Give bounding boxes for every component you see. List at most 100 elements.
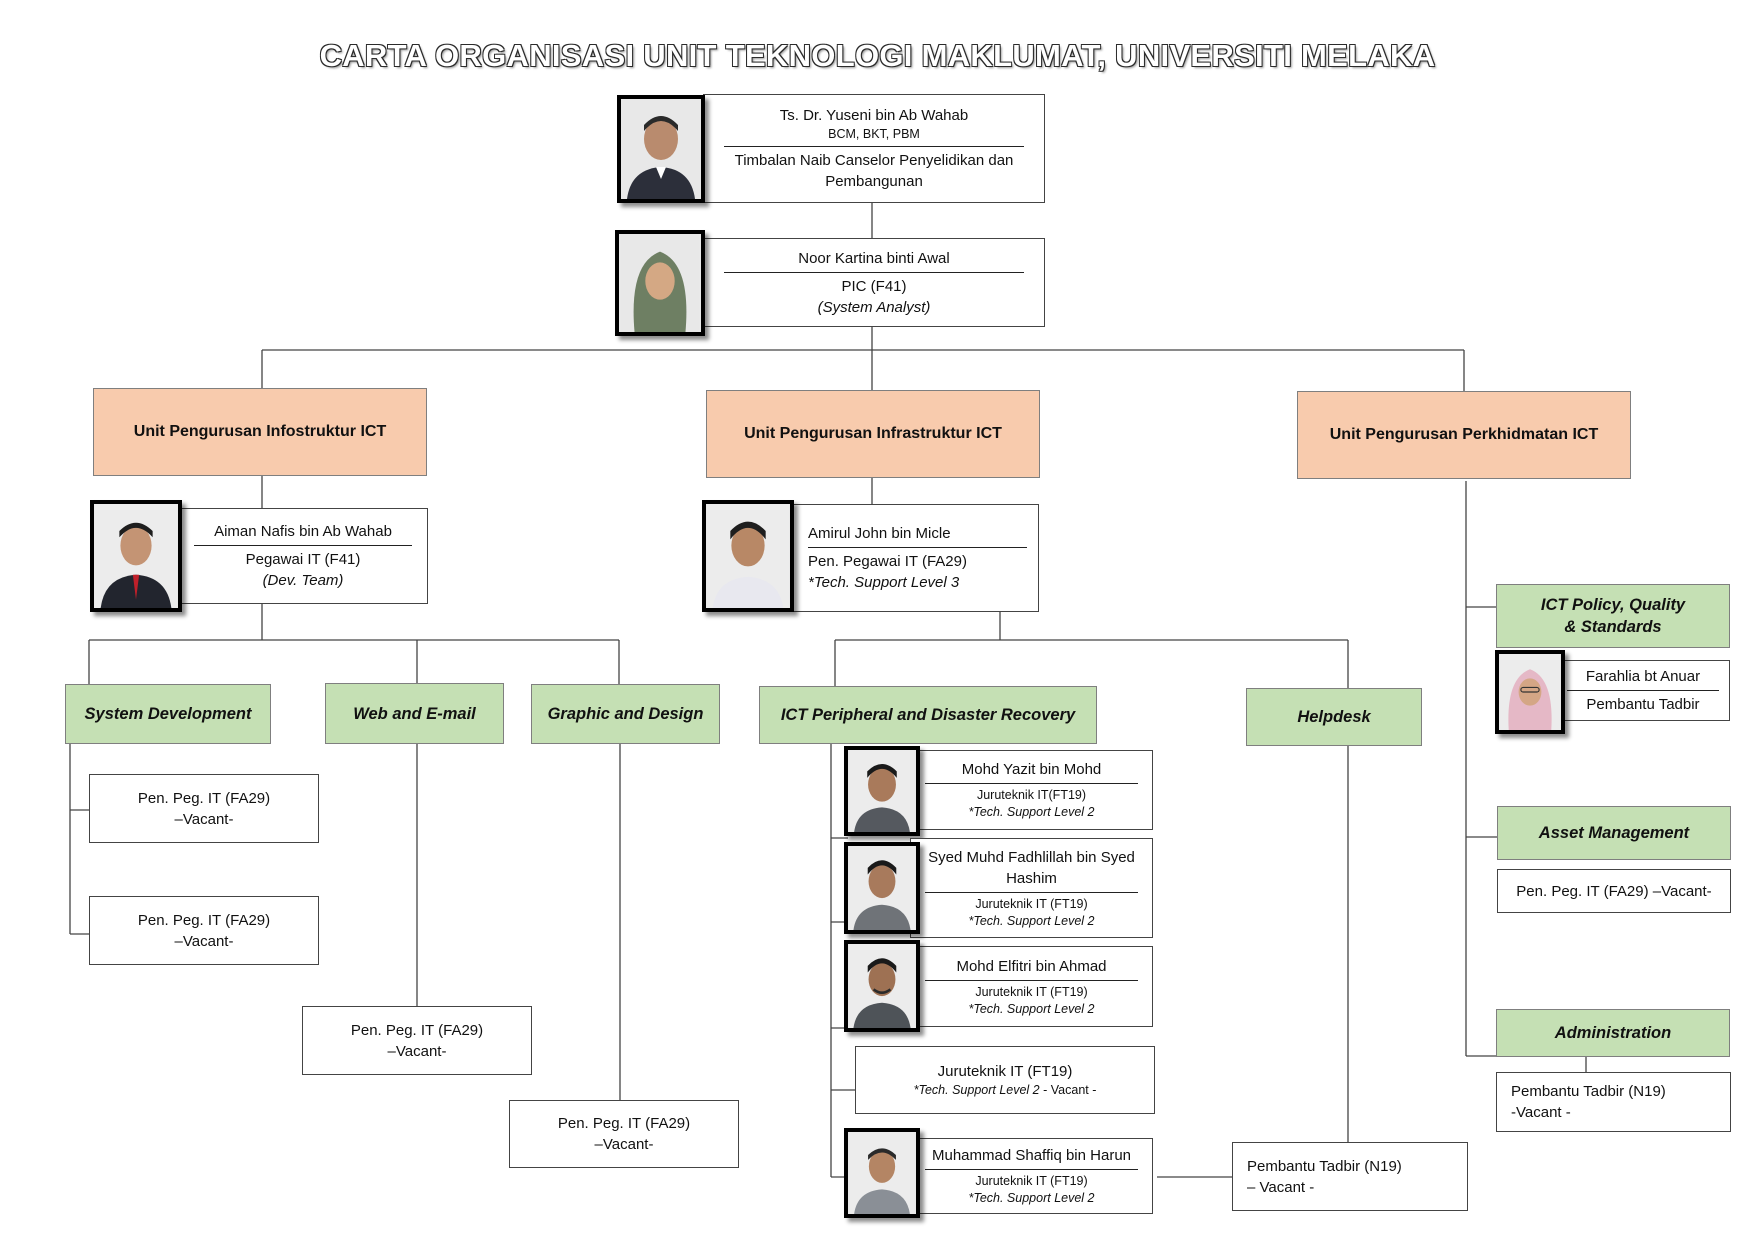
section-helpdesk: Helpdesk <box>1246 688 1422 746</box>
farahlia-photo <box>1495 650 1565 734</box>
tech-syed-photo <box>844 842 920 934</box>
pic-role: (System Analyst) <box>817 298 931 316</box>
person-photo-icon <box>706 504 790 608</box>
tech-grade: Juruteknik IT (FT19) <box>975 984 1088 999</box>
tech-role: *Tech. Support Level 2 <box>968 1001 1095 1016</box>
vacant-grade: Pen. Peg. IT (FA29) <box>350 1021 484 1039</box>
tech-elfitri-photo <box>844 940 920 1032</box>
tech-vacant-box: Juruteknik IT (FT19) *Tech. Support Leve… <box>855 1046 1155 1114</box>
divider <box>808 547 1027 548</box>
director-box: Ts. Dr. Yuseni bin Ab Wahab BCM, BKT, PB… <box>703 94 1045 203</box>
tech-role: *Tech. Support Level 2 <box>968 805 1095 819</box>
farahlia-box: Farahlia bt Anuar Pembantu Tadbir <box>1556 660 1730 721</box>
section-ict-peripheral: ICT Peripheral and Disaster Recovery <box>759 686 1097 744</box>
person-photo-icon <box>848 944 916 1028</box>
divider <box>925 979 1138 981</box>
pic-name: Noor Kartina binti Awal <box>798 249 950 267</box>
tech-elfitri-box: Mohd Elfitri bin Ahmad Juruteknik IT (FT… <box>910 946 1153 1027</box>
person-photo-icon <box>94 504 178 608</box>
vacant-label: –Vacant- <box>174 932 234 950</box>
sysdev-vacant-1: Pen. Peg. IT (FA29) –Vacant- <box>89 774 319 843</box>
vacant-label: –Vacant- <box>594 1136 654 1153</box>
tech-grade: Juruteknik IT(FT19) <box>976 788 1087 802</box>
divider <box>1567 690 1719 691</box>
unit-infrastruktur: Unit Pengurusan Infrastruktur ICT <box>706 390 1040 478</box>
admin-vacant: Pembantu Tadbir (N19) -Vacant - <box>1496 1072 1731 1132</box>
divider <box>925 783 1138 784</box>
person-photo-icon <box>849 750 915 832</box>
tech-vacant-label: - Vacant - <box>1039 1083 1097 1097</box>
section-ict-policy: ICT Policy, Quality & Standards <box>1496 584 1730 648</box>
person-photo-icon <box>1499 654 1561 730</box>
tech-name: Syed Muhd Fadhlillah bin Syed Hashim <box>928 848 1135 887</box>
amirul-role: *Tech. Support Level 3 <box>808 574 960 591</box>
pic-grade: PIC (F41) <box>841 277 907 295</box>
divider <box>925 891 1138 893</box>
pic-photo <box>615 230 705 336</box>
section-ict-policy-line-1: ICT Policy, Quality <box>1540 596 1686 614</box>
divider <box>925 1169 1138 1170</box>
director-honors: BCM, BKT, PBM <box>828 127 920 141</box>
tech-name: Muhammad Shaffiq bin Harun <box>932 1147 1131 1164</box>
farahlia-grade: Pembantu Tadbir <box>1586 696 1700 713</box>
aiman-photo <box>90 500 182 612</box>
director-photo <box>617 95 705 203</box>
vacant-label: –Vacant- <box>387 1042 447 1060</box>
pic-box: Noor Kartina binti Awal PIC (F41) (Syste… <box>703 238 1045 327</box>
vacant-grade: Pembantu Tadbir (N19) <box>1511 1083 1666 1100</box>
vacant-label: – Vacant - <box>1247 1178 1315 1196</box>
vacant-grade: Pen. Peg. IT (FA29) <box>557 1115 691 1132</box>
director-name: Ts. Dr. Yuseni bin Ab Wahab <box>779 107 969 124</box>
graphic-vacant: Pen. Peg. IT (FA29) –Vacant- <box>509 1100 739 1168</box>
tech-yazit-box: Mohd Yazit bin Mohd Juruteknik IT(FT19) … <box>910 750 1153 830</box>
tech-grade: Juruteknik IT (FT19) <box>975 1174 1088 1188</box>
farahlia-name: Farahlia bt Anuar <box>1585 668 1701 685</box>
tech-syed-box: Syed Muhd Fadhlillah bin Syed Hashim Jur… <box>910 838 1153 938</box>
tech-yazit-photo <box>844 746 920 836</box>
tech-vacant-grade: Juruteknik IT (FT19) <box>937 1063 1073 1080</box>
section-ict-policy-line-2: & Standards <box>1564 618 1662 636</box>
divider <box>724 146 1024 147</box>
person-photo-icon <box>621 99 701 199</box>
divider <box>193 545 413 546</box>
section-system-development: System Development <box>65 684 271 744</box>
vacant-grade: Pen. Peg. IT (FA29) <box>137 911 271 929</box>
section-web-email: Web and E-mail <box>325 683 504 744</box>
vacant-label: -Vacant - <box>1511 1104 1571 1121</box>
asset-vacant-label: Pen. Peg. IT (FA29) –Vacant- <box>1516 882 1712 900</box>
amirul-grade: Pen. Pegawai IT (FA29) <box>808 553 967 570</box>
amirul-box: Amirul John bin Micle Pen. Pegawai IT (F… <box>789 504 1039 612</box>
section-graphic-design: Graphic and Design <box>531 684 720 744</box>
vacant-grade: Pembantu Tadbir (N19) <box>1247 1157 1402 1175</box>
tech-vacant-role: *Tech. Support Level 2 <box>913 1083 1040 1097</box>
section-asset-management: Asset Management <box>1497 806 1731 860</box>
web-vacant: Pen. Peg. IT (FA29) –Vacant- <box>302 1006 532 1075</box>
vacant-label: –Vacant- <box>174 810 234 828</box>
sysdev-vacant-2: Pen. Peg. IT (FA29) –Vacant- <box>89 896 319 965</box>
tech-role: *Tech. Support Level 2 <box>968 1191 1095 1205</box>
unit-perkhidmatan: Unit Pengurusan Perkhidmatan ICT <box>1297 391 1631 479</box>
director-position: Timbalan Naib Canselor Penyelidikan dan … <box>734 152 1014 190</box>
amirul-photo <box>702 500 794 612</box>
chart-title: CARTA ORGANISASI UNIT TEKNOLOGI MAKLUMAT… <box>319 37 1436 73</box>
asset-vacant: Pen. Peg. IT (FA29) –Vacant- <box>1497 869 1731 913</box>
tech-shaffiq-photo <box>844 1128 920 1218</box>
amirul-name: Amirul John bin Micle <box>808 525 951 542</box>
divider <box>724 271 1024 273</box>
unit-infostruktur: Unit Pengurusan Infostruktur ICT <box>93 388 427 476</box>
tech-shaffiq-box: Muhammad Shaffiq bin Harun Juruteknik IT… <box>910 1138 1153 1214</box>
tech-name: Mohd Elfitri bin Ahmad <box>956 957 1107 975</box>
person-photo-icon <box>849 1132 915 1214</box>
tech-role: *Tech. Support Level 2 <box>968 913 1095 928</box>
person-photo-icon <box>620 234 700 332</box>
tech-name: Mohd Yazit bin Mohd <box>961 761 1102 778</box>
section-administration: Administration <box>1496 1009 1730 1057</box>
aiman-name: Aiman Nafis bin Ab Wahab <box>214 523 392 540</box>
aiman-box: Aiman Nafis bin Ab Wahab Pegawai IT (F41… <box>178 508 428 604</box>
aiman-grade: Pegawai IT (F41) <box>245 551 361 568</box>
vacant-grade: Pen. Peg. IT (FA29) <box>137 789 271 807</box>
person-photo-icon <box>848 846 916 930</box>
tech-grade: Juruteknik IT (FT19) <box>975 896 1088 911</box>
aiman-role: (Dev. Team) <box>262 572 344 589</box>
helpdesk-vacant: Pembantu Tadbir (N19) – Vacant - <box>1232 1142 1468 1211</box>
